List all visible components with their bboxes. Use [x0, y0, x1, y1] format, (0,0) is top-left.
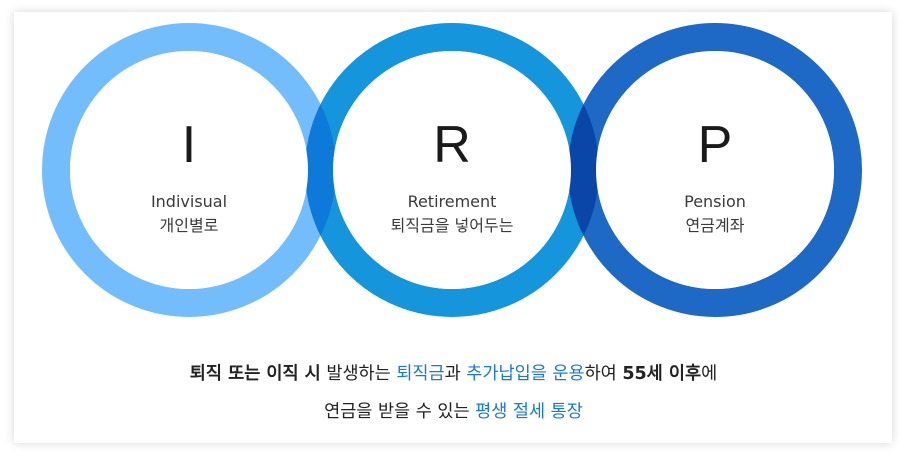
caption-seg: 발생하는 [320, 364, 397, 384]
circle-r-ko: 퇴직금을 넣어두는 [390, 216, 514, 235]
overlap-ir [305, 23, 336, 317]
caption-line-2: 연금을 받을 수 있는 평생 절세 통장 [0, 398, 907, 423]
caption-seg: 연금을 받을 수 있는 [324, 402, 476, 422]
caption-seg: 55세 이후 [622, 364, 702, 384]
caption-seg: 에 [701, 364, 718, 384]
caption-seg: 평생 절세 통장 [475, 402, 583, 422]
circle-p-letter: P [697, 116, 733, 174]
caption-line-1: 퇴직 또는 이직 시 발생하는 퇴직금과 추가납입을 운용하여 55세 이후에 [0, 360, 907, 385]
circle-p-ko: 연금계좌 [685, 216, 745, 235]
caption-seg: 추가납입을 운용 [466, 364, 585, 384]
caption-seg: 과 [444, 364, 467, 384]
circle-r-letter: R [433, 116, 471, 174]
circle-i-en: Indivisual [150, 192, 228, 211]
caption-seg: 퇴직금 [396, 364, 445, 384]
circle-i-ko: 개인별로 [159, 216, 219, 235]
circle-p-en: Pension [684, 192, 746, 211]
caption-seg: 퇴직 또는 이직 시 [189, 364, 321, 384]
inner-i [70, 51, 308, 289]
circle-i-letter: I [181, 116, 197, 174]
inner-p [596, 51, 834, 289]
inner-r [333, 51, 571, 289]
circle-r-en: Retirement [407, 192, 497, 211]
caption-seg: 하여 [584, 364, 623, 384]
overlap-rp [568, 23, 599, 317]
